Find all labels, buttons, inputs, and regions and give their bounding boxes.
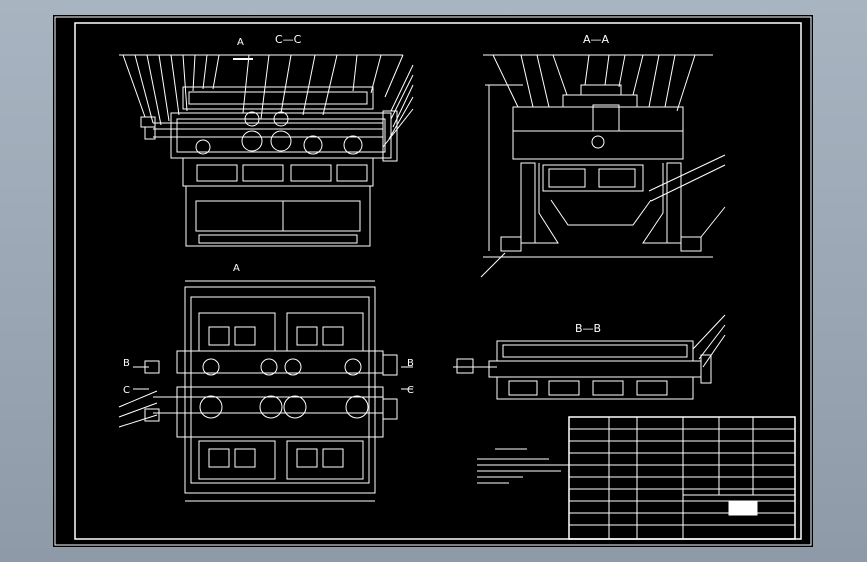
cut-marker-a-bottom: A (233, 263, 240, 274)
section-label-bb: B—B (575, 322, 601, 335)
view-cc (119, 54, 414, 247)
view-aa (480, 54, 726, 278)
sheet-border-inner (74, 22, 802, 540)
section-label-aa: A—A (583, 33, 610, 46)
view-bb (453, 314, 726, 400)
sheet-border-outer (54, 16, 812, 546)
title-block (568, 416, 796, 540)
cut-marker-c-left: C (123, 385, 130, 396)
cut-marker-a-top: A (237, 37, 244, 48)
cad-drawing: C—C A—A B—B A A B B C C (54, 16, 812, 546)
cut-marker-b-left: B (123, 358, 130, 369)
cut-marker-b-right: B (407, 358, 414, 369)
view-plan (118, 280, 413, 502)
section-label-cc: C—C (275, 33, 302, 46)
cut-marker-c-right: C (407, 385, 414, 396)
drawing-sheet: C—C A—A B—B A A B B C C (53, 15, 813, 547)
technical-notes (477, 448, 569, 484)
